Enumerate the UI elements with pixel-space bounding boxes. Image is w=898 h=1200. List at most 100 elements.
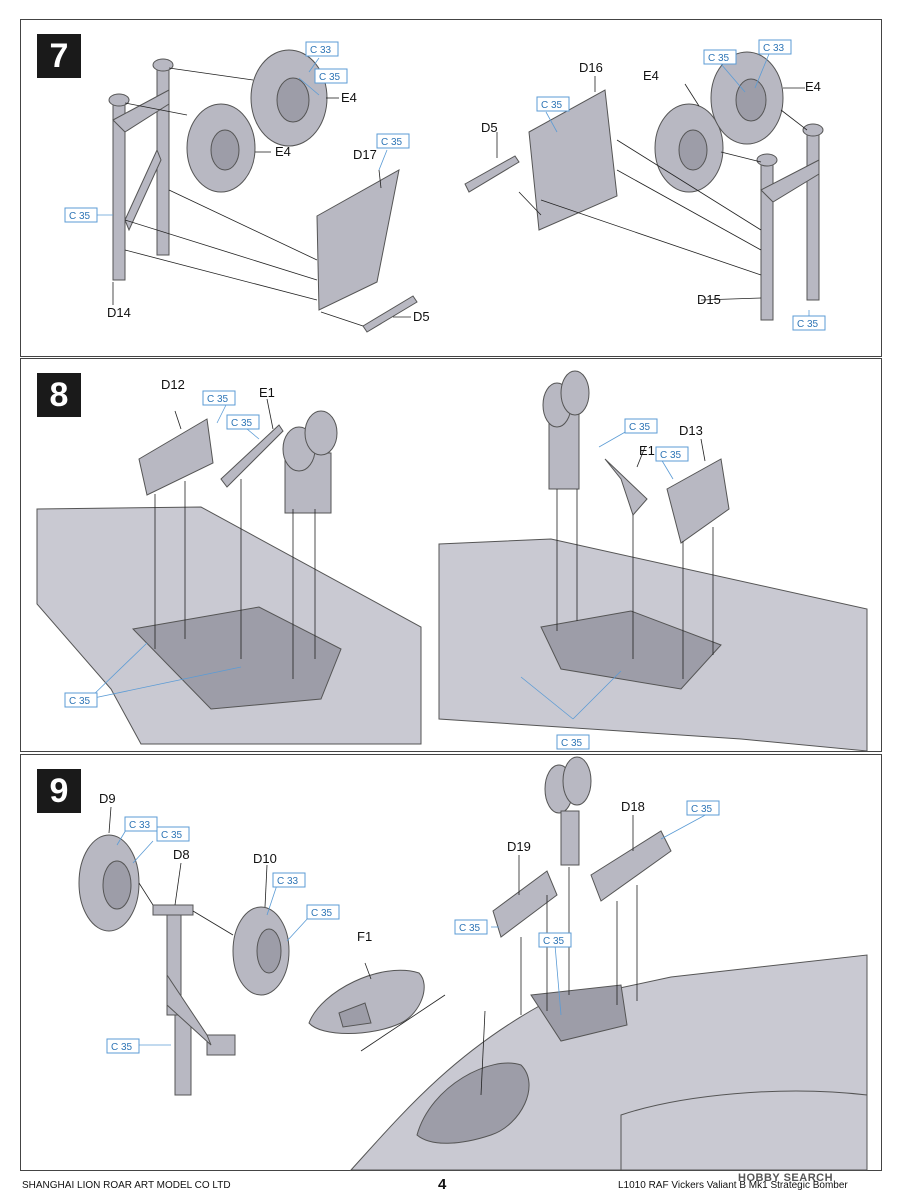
label-e4-right-a: E4 [643,68,659,83]
callout-c35-d13: C 35 [655,446,689,462]
step-number: 8 [37,373,81,417]
callout-c33-left: C 33 [305,41,339,57]
wheel-bay-right [540,610,722,690]
label-d5-left: D5 [413,309,430,324]
label-d14: D14 [107,305,131,320]
step-7-diagram: C 33 C 35 E4 E4 D17 C 35 C 35 D14 D5 [64,39,826,333]
cockpit-hatch [416,1062,530,1144]
page-number: 4 [438,1176,447,1193]
label-e4-rear: E4 [275,144,291,159]
label-d5-right: D5 [481,120,498,135]
footer-company: SHANGHAI LION ROAR ART MODEL CO LTD [22,1180,231,1191]
svg-text:C 35: C 35 [660,450,682,461]
step-8-diagram: D12 C 35 E1 C 35 C 35 C 35 E1 D13 C 35 C… [36,370,868,752]
door-d16 [528,89,618,231]
watermark-hobby-search: HOBBY SEARCH [738,1172,834,1184]
callout-c35-left-wheel: C 35 [314,68,348,84]
wheel-e4-front [250,49,328,147]
door-d18 [590,830,672,902]
nose-gear-d8 [152,904,236,1096]
label-f1: F1 [357,929,372,944]
svg-text:C 35: C 35 [69,696,91,707]
nose-wheel-b [562,756,592,806]
step-7-panel: 7 [20,19,882,357]
callout-c33-d10: C 33 [272,872,306,888]
canopy-window [338,1002,372,1028]
label-d8: D8 [173,847,190,862]
gear-door-d12 [138,418,214,496]
callout-c33-d9: C 33 [124,816,158,832]
wheel-e4-right-front [710,51,784,145]
step-9-diagram: D9 C 33 C 35 D8 D10 C 33 C 35 C 35 F1 [78,756,868,1171]
svg-text:C 35: C 35 [111,1042,133,1053]
wheel-right-b [560,370,590,416]
callout-c35-e1-left: C 35 [226,414,260,430]
label-d12: D12 [161,377,185,392]
step-8-panel: 8 D12 C 35 E1 C 35 C 35 [20,358,882,752]
svg-text:C 35: C 35 [319,72,341,83]
canopy-f1 [308,969,425,1034]
strip-d5-right [464,155,520,193]
landing-gear-leg-d15 [756,123,824,321]
callout-c35-d18: C 35 [686,800,720,816]
callout-c33-right: C 33 [758,39,792,55]
label-d19: D19 [507,839,531,854]
callout-c35-d19: C 35 [454,919,488,935]
label-e1-left: E1 [259,385,275,400]
svg-text:C 33: C 33 [763,43,785,54]
landing-gear-leg-d14 [108,58,174,281]
door-d17 [316,169,400,311]
engine-intake [620,1090,868,1171]
callout-c35-d17: C 35 [376,133,410,149]
label-d18: D18 [621,799,645,814]
svg-text:C 35: C 35 [561,738,583,749]
svg-text:C 35: C 35 [207,394,229,405]
callout-c35-bay: C 35 [538,932,572,948]
step-number: 7 [37,34,81,78]
svg-text:C 35: C 35 [708,53,730,64]
door-d19 [492,870,558,938]
label-d10: D10 [253,851,277,866]
label-d16: D16 [579,60,603,75]
step-9-panel: 9 D9 C 33 C 35 D8 D10 C 33 [20,754,882,1171]
label-e4-front: E4 [341,90,357,105]
svg-text:C 35: C 35 [629,422,651,433]
callout-c35-e1-right: C 35 [624,418,658,434]
callout-c35-d15: C 35 [792,315,826,331]
retract-link-e1-left [220,424,284,488]
nose-bay [530,984,628,1042]
svg-text:C 35: C 35 [459,923,481,934]
svg-text:C 33: C 33 [277,876,299,887]
nose-gear-strut [560,810,580,866]
wheel-d9 [78,834,140,932]
svg-text:C 35: C 35 [311,908,333,919]
label-d15: D15 [697,292,721,307]
svg-text:C 35: C 35 [381,137,403,148]
svg-text:C 33: C 33 [129,820,151,831]
label-d9: D9 [99,791,116,806]
callout-c35-bay-right: C 35 [556,734,590,750]
label-d13: D13 [679,423,703,438]
wheel-e4-rear [186,103,256,193]
retract-link-e1-right [604,458,648,516]
label-e4-right-b: E4 [805,79,821,94]
strip-d5-left [362,295,418,333]
svg-text:C 35: C 35 [543,936,565,947]
svg-text:C 35: C 35 [541,100,563,111]
callout-c35-bay-left: C 35 [64,692,98,708]
svg-text:C 35: C 35 [231,418,253,429]
svg-text:C 35: C 35 [161,830,183,841]
svg-text:C 33: C 33 [310,45,332,56]
step-number: 9 [37,769,81,813]
svg-text:C 35: C 35 [69,211,91,222]
footer-product: L1010 RAF Vickers Valiant B Mk1 Strategi… [618,1180,848,1191]
callout-c35-d10: C 35 [306,904,340,920]
label-d17: D17 [353,147,377,162]
gear-door-d13 [666,458,730,544]
callout-c35-d14: C 35 [64,207,98,223]
callout-c35-right-wheel: C 35 [703,49,737,65]
callout-c35-d12: C 35 [202,390,236,406]
wheel-left-b [304,410,338,456]
svg-text:C 35: C 35 [797,319,819,330]
svg-text:C 35: C 35 [691,804,713,815]
